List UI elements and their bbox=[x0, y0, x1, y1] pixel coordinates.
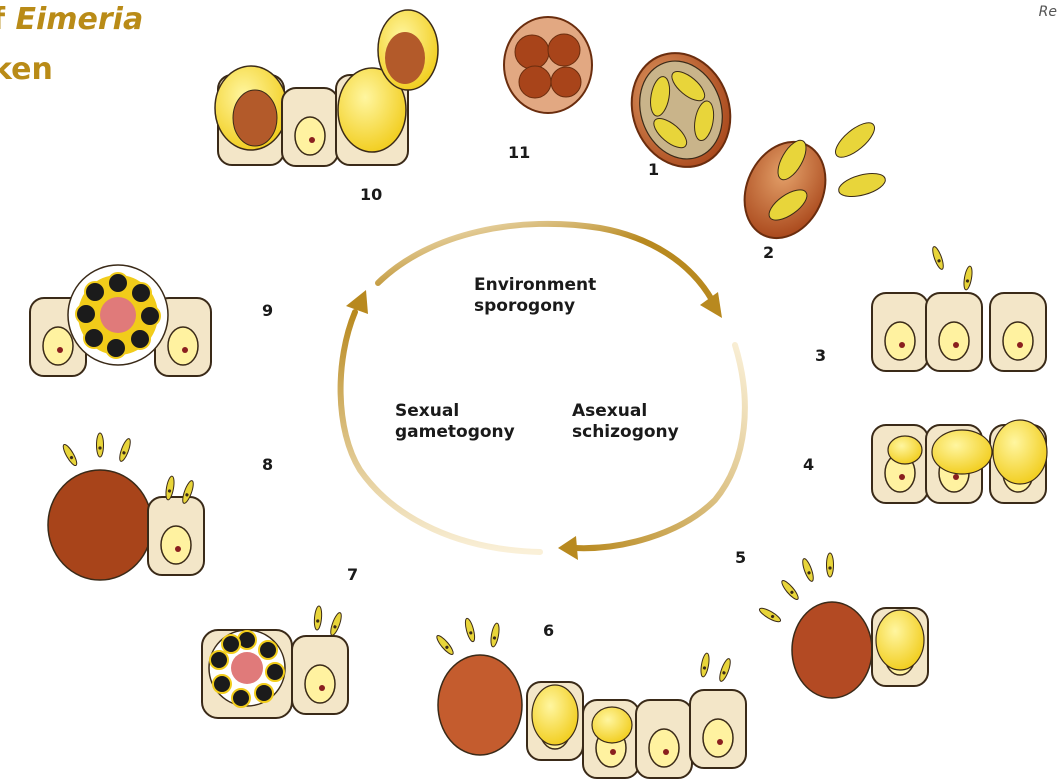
stage-number-4: 4 bbox=[803, 455, 814, 474]
label-sexual: Sexual gametogony bbox=[395, 401, 515, 443]
stage-2-excystation bbox=[729, 117, 887, 251]
stage-9-zygote bbox=[30, 265, 211, 376]
stage-number-2: 2 bbox=[763, 243, 774, 262]
stage-7-macrogamete bbox=[202, 606, 348, 718]
stage-number-5: 5 bbox=[735, 548, 746, 567]
stage-number-10: 10 bbox=[360, 185, 382, 204]
stage-10-oocyst-formation bbox=[215, 10, 438, 166]
stage-number-9: 9 bbox=[262, 301, 273, 320]
stage-number-1: 1 bbox=[648, 160, 659, 179]
stage-3-cell-invasion bbox=[872, 246, 1046, 371]
stage-number-6: 6 bbox=[543, 621, 554, 640]
stage-11-sporulating-oocyst bbox=[504, 17, 592, 113]
stage-number-8: 8 bbox=[262, 455, 273, 474]
stage-1-sporulated-oocyst bbox=[616, 39, 746, 181]
stage-number-3: 3 bbox=[815, 346, 826, 365]
stage-5-merozoite-release bbox=[758, 553, 928, 698]
stage-4-schizonts bbox=[872, 420, 1047, 503]
label-environment: Environment sporogony bbox=[474, 275, 596, 317]
stage-8-microgametes bbox=[48, 433, 204, 580]
stage-6-second-schizogony bbox=[435, 618, 746, 778]
stage-number-11: 11 bbox=[508, 143, 530, 162]
label-asexual: Asexual schizogony bbox=[572, 401, 679, 443]
stage-number-7: 7 bbox=[347, 565, 358, 584]
